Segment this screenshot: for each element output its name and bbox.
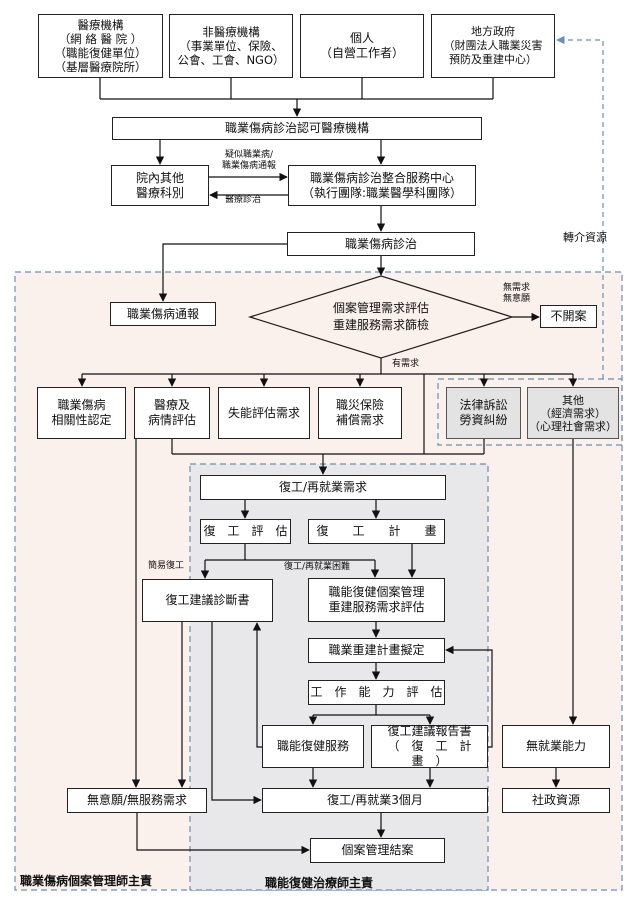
advice-to-3m-arrow <box>211 622 262 805</box>
medical-diagnosis-label: 醫療診治 <box>225 195 262 205</box>
rtw-advice-certificate-box: 復工建議診斷書 <box>142 579 273 622</box>
no-need-label: 無需求 無意願 <box>503 283 531 304</box>
referral-resources-label: 轉介資源 <box>563 231 607 244</box>
vocational-plan-box: 職業重建計畫擬定 <box>308 638 445 663</box>
certified-hospital-box: 職業傷病診治認可醫療機構 <box>112 117 482 140</box>
simple-rtw-label: 簡易復工 <box>148 561 185 571</box>
referral-arrow <box>556 35 604 379</box>
diagnosis-box: 職業傷病診治 <box>287 232 475 256</box>
social-resource-box: 社政資源 <box>502 788 610 813</box>
medical-institution-box: 醫療機構 （網 絡 醫 院 ） （職能復健單位） （基層醫療院所） <box>38 14 163 78</box>
rtw-needs-box: 復工/再就業需求 <box>200 475 446 500</box>
no-employment-capacity-box: 無就業能力 <box>502 725 610 768</box>
rehab-service-box: 職能復健服務 <box>262 725 364 768</box>
individual-box: 個人 （自營工作者） <box>300 14 424 78</box>
other-departments-box: 院內其他 醫療科別 <box>111 165 209 206</box>
report-to-plan-arrow <box>445 645 493 748</box>
causality-box: 職業傷病 相關性認定 <box>37 387 126 439</box>
rtw-plan-box: 復 工 計 畫 <box>308 519 445 544</box>
no-willingness-box: 無意願/無服務需求 <box>67 788 207 813</box>
case-manager-zone-title: 職業傷病個案管理師主責 <box>20 874 153 888</box>
functional-rehab-eval-box: 職能復健個案管理 重建服務需求評估 <box>308 578 445 622</box>
no-will-to-closed-arrow <box>136 813 310 855</box>
rehab-to-advice-arrow <box>252 622 262 748</box>
rtw-assessment-box: 復 工 評 估 <box>200 519 291 544</box>
suspected-report-label: 疑似職業病/ 職業傷病通報 <box>221 150 276 171</box>
local-government-box: 地方政府 （財團法人職業災害 預防及重建中心） <box>431 14 555 78</box>
rtw-difficulty-label: 復工/再就業困難 <box>284 562 351 572</box>
insurance-box: 職災保險 補償需求 <box>318 387 402 439</box>
integrated-service-center-box: 職業傷病診治整合服務中心 （執行團隊:職業醫學科團隊） <box>288 165 476 206</box>
not-opened-box: 不開案 <box>540 305 597 328</box>
work-capacity-box: 工 作 能 力 評 估 <box>308 680 445 705</box>
rtw-3-months-box: 復工/再就業3個月 <box>262 788 488 813</box>
needs-assessment-label: 個案管理需求評估 重建服務需求篩檢 <box>332 301 429 332</box>
has-need-label: 有需求 <box>392 359 420 369</box>
other-needs-box: 其他 （經濟需求） （心理社會需求） <box>527 387 619 439</box>
report-box: 職業傷病通報 <box>110 302 216 326</box>
legal-other-zone <box>437 378 623 446</box>
case-closed-box: 個案管理結案 <box>310 838 445 863</box>
non-medical-institution-box: 非醫療機構 （事業單位、保險、 公會、工會、NGO） <box>169 14 293 78</box>
ot-zone-title: 職能復健治療師主責 <box>265 876 374 890</box>
to-report-arrow <box>158 243 287 302</box>
disability-evaluation-box: 失能評估需求 <box>218 387 310 439</box>
legal-dispute-box: 法律訴訟 勞資糾紛 <box>446 387 521 439</box>
medical-evaluation-box: 醫療及 病情評估 <box>134 387 210 439</box>
rtw-report-box: 復工建議報告書 （ 復 工 計 畫 ） <box>371 724 488 768</box>
